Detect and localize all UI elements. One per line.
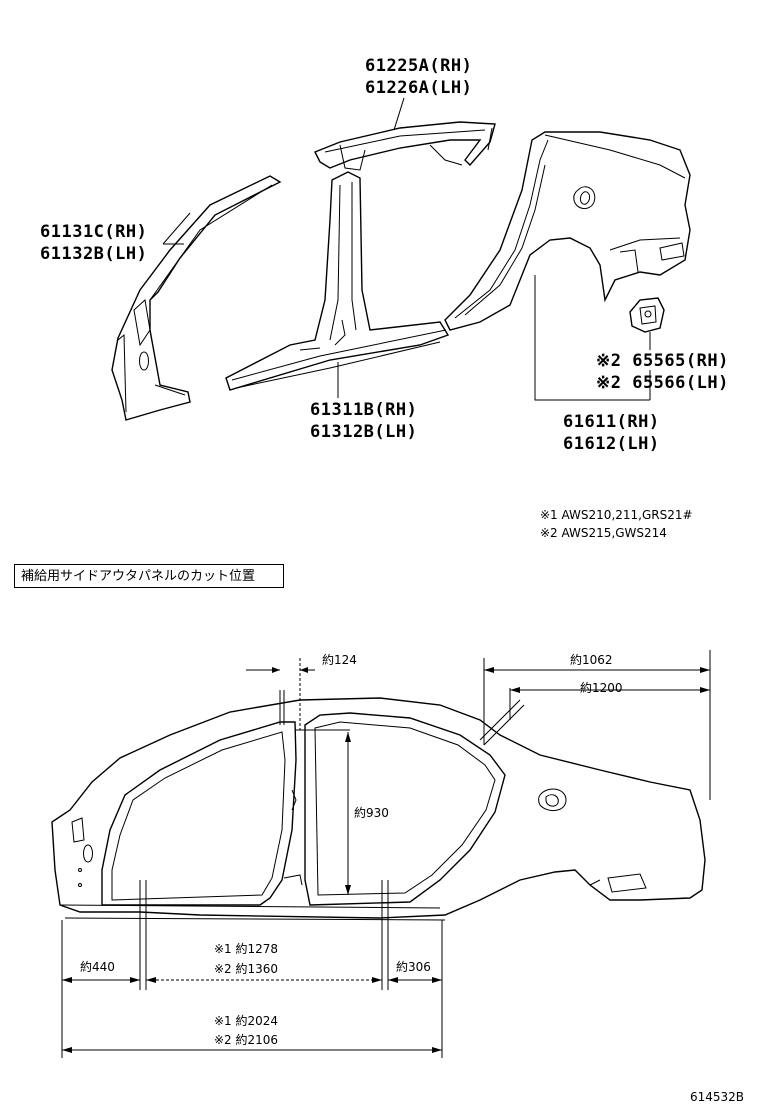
dim-2106: ※2 約2106 <box>214 1033 279 1047</box>
roof-side-rail-part <box>314 121 496 171</box>
side-outer-panel <box>51 697 706 921</box>
dim-1200: 約1200 <box>580 681 623 695</box>
dim-306: 約306 <box>396 960 431 974</box>
part-front-pillar-rh: 61131C(RH) <box>40 222 148 242</box>
quarter-panel-part <box>444 131 691 331</box>
dim-930: 約930 <box>354 806 389 820</box>
center-pillar-rocker-part <box>225 171 450 391</box>
bracket-part <box>629 297 665 333</box>
part-quarter-rh: 61611(RH) <box>563 412 660 432</box>
dim-1278: ※1 約1278 <box>214 942 279 956</box>
part-roof-side-lh: 61226A(LH) <box>365 78 473 98</box>
part-bracket-lh: ※2 65566(LH) <box>596 373 729 393</box>
part-roof-side-rh: 61225A(RH) <box>365 56 473 76</box>
part-bracket-rh: ※2 65565(RH) <box>596 351 729 371</box>
part-rocker-rh: 61311B(RH) <box>310 400 418 420</box>
part-front-pillar-lh: 61132B(LH) <box>40 244 148 264</box>
cut-lines <box>139 658 525 990</box>
dim-1360: ※2 約1360 <box>214 962 279 976</box>
dim-440: 約440 <box>80 960 115 974</box>
cut-section-title: 補給用サイドアウタパネルのカット位置 <box>14 564 284 588</box>
dimension-lines <box>61 650 711 1058</box>
dim-1062: 約1062 <box>570 653 613 667</box>
top-leader-lines <box>162 97 651 401</box>
diagram-id: 614532B <box>690 1090 745 1104</box>
note-1: ※1 AWS210,211,GRS21# <box>540 508 693 522</box>
note-2: ※2 AWS215,GWS214 <box>540 526 667 540</box>
front-pillar-part <box>111 175 282 421</box>
dim-124: 約124 <box>322 653 357 667</box>
part-rocker-lh: 61312B(LH) <box>310 422 418 442</box>
part-quarter-lh: 61612(LH) <box>563 434 660 454</box>
dim-2024: ※1 約2024 <box>214 1014 279 1028</box>
